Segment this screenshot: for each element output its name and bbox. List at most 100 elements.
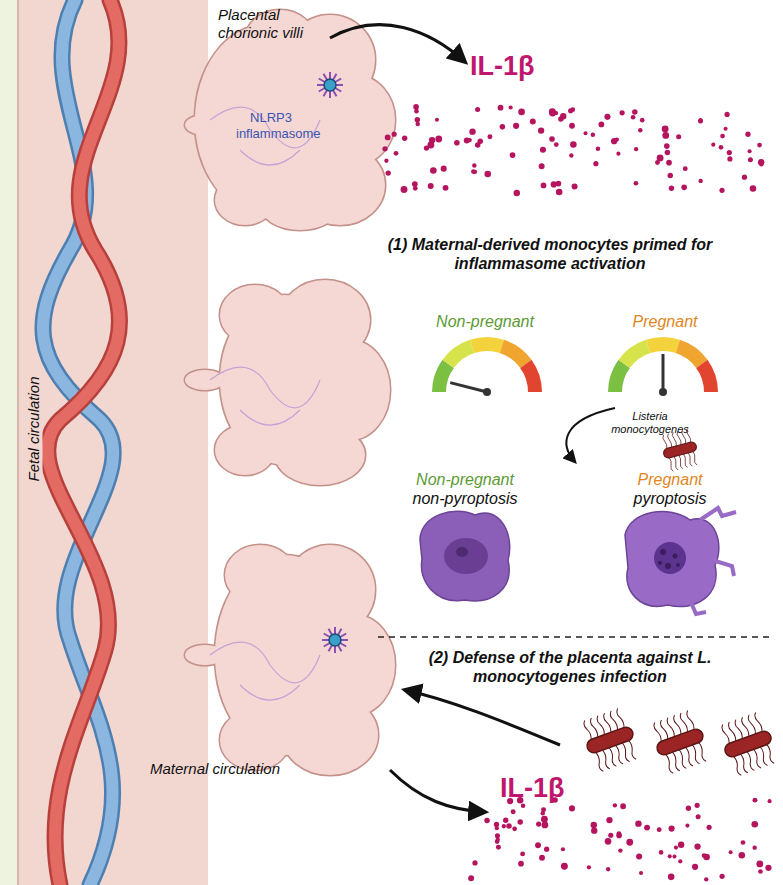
cytokine-dot xyxy=(724,112,729,117)
villus-lobe xyxy=(215,425,275,475)
cytokine-dot xyxy=(561,847,565,851)
cytokine-dot xyxy=(668,825,674,831)
cytokine-dot xyxy=(469,128,475,134)
cytokine-dot xyxy=(495,826,499,830)
cytokine-dot xyxy=(392,132,397,137)
villus-lobe xyxy=(282,695,378,775)
gauge-arc xyxy=(526,364,535,392)
villus-lobe xyxy=(275,425,365,485)
cytokine-dot xyxy=(605,838,612,845)
cytokine-dot xyxy=(696,814,701,819)
cytokine-dot xyxy=(468,138,472,142)
gauge-needle xyxy=(662,354,665,392)
cytokine-dot xyxy=(765,865,771,871)
cytokine-dot xyxy=(386,170,391,175)
cytokine-dot xyxy=(598,122,604,128)
cytokine-dot xyxy=(441,166,447,172)
cytokine-dot xyxy=(704,877,708,881)
cytokine-dot xyxy=(683,166,688,171)
label: pyroptosis xyxy=(605,489,735,508)
cytokine-dot xyxy=(551,181,557,187)
cytokine-dot xyxy=(657,827,662,832)
cytokine-dot xyxy=(428,183,434,189)
gauge-needle xyxy=(450,383,487,392)
cytokine-dot xyxy=(752,845,756,849)
cytokine-dot xyxy=(500,124,506,130)
cytokine-dot xyxy=(401,186,408,193)
capillary xyxy=(210,367,320,425)
villus-lobe xyxy=(310,340,390,440)
cytokine-dot xyxy=(510,152,516,158)
cytokine-dot xyxy=(502,824,506,828)
cytokine-dot xyxy=(681,185,687,191)
cytokine-dot xyxy=(538,127,544,133)
cytokine-dot xyxy=(429,137,435,143)
listeria-bacterium xyxy=(578,706,642,773)
villus-lobe xyxy=(282,695,378,775)
cytokine-dot xyxy=(669,186,674,191)
villus-lobe xyxy=(215,425,275,475)
cytokine-dot xyxy=(471,169,476,174)
cytokine-dot xyxy=(430,167,437,174)
cytokine-dot xyxy=(666,160,672,166)
cytokine-dot xyxy=(513,123,519,129)
cytokine-dot xyxy=(473,812,478,817)
label: (1) Maternal-derived monocytes primed fo… xyxy=(350,235,750,273)
cytokine-dot xyxy=(544,847,549,852)
cytokine-dot xyxy=(626,839,633,846)
listeria-bacterium xyxy=(648,708,712,775)
label: Non-pregnant xyxy=(410,312,560,331)
cytokine-dot xyxy=(757,143,762,148)
cytokine-dot xyxy=(668,854,672,858)
gauge-arc xyxy=(648,344,678,346)
cytokine-dot xyxy=(659,850,664,855)
capillary xyxy=(210,107,320,165)
cytokine-dot xyxy=(472,163,476,167)
cytokine-dot xyxy=(542,822,549,829)
cytokine-dot xyxy=(657,154,664,161)
villus-lobe xyxy=(310,340,390,440)
bacterium-body xyxy=(663,441,698,459)
cytokine-dot xyxy=(569,805,575,811)
cytokine-dot xyxy=(741,840,746,845)
cytokine-dot xyxy=(615,137,619,141)
cytokine-dot xyxy=(745,132,750,137)
cytokine-dot xyxy=(719,874,724,879)
cytokine-dot xyxy=(518,861,524,867)
cytokine-dot xyxy=(620,803,626,809)
cytokine-dot xyxy=(402,136,407,141)
cytokine-dot xyxy=(756,861,763,868)
cytokine-dot xyxy=(667,173,673,179)
cytokine-dot xyxy=(394,151,399,156)
cytokine-dot xyxy=(616,152,620,156)
cytokine-dot xyxy=(539,855,545,861)
inflammasome xyxy=(324,79,336,91)
cytokine-dot xyxy=(606,867,610,871)
cytokine-dot xyxy=(678,859,682,863)
gauge-arc xyxy=(615,364,624,392)
cytokine-dot xyxy=(644,825,650,831)
villus-lobe xyxy=(220,285,290,345)
cytokine-dot xyxy=(517,819,522,824)
cytokine-dot xyxy=(703,854,710,861)
cytokine-dot xyxy=(668,874,675,881)
cytokine-dot xyxy=(748,149,752,153)
cytokine-dot xyxy=(549,136,555,142)
bacterium-body xyxy=(655,727,705,757)
cytokine-dot xyxy=(750,185,757,192)
cytokine-dot xyxy=(415,117,420,122)
cytokine-dot xyxy=(631,115,636,120)
cytokine-dot xyxy=(591,827,597,833)
cytokine-dot xyxy=(694,843,700,849)
cytokine-dot xyxy=(613,803,617,807)
gauge-arc xyxy=(448,346,472,363)
cytokine-dot xyxy=(484,171,491,178)
cytokine-dot xyxy=(475,107,480,112)
gauge-arc xyxy=(702,364,711,392)
cytokine-dot xyxy=(484,818,489,823)
cytokine-dot xyxy=(509,105,513,109)
cytokine-dot xyxy=(768,799,772,803)
label: Fetal circulation xyxy=(25,373,43,484)
